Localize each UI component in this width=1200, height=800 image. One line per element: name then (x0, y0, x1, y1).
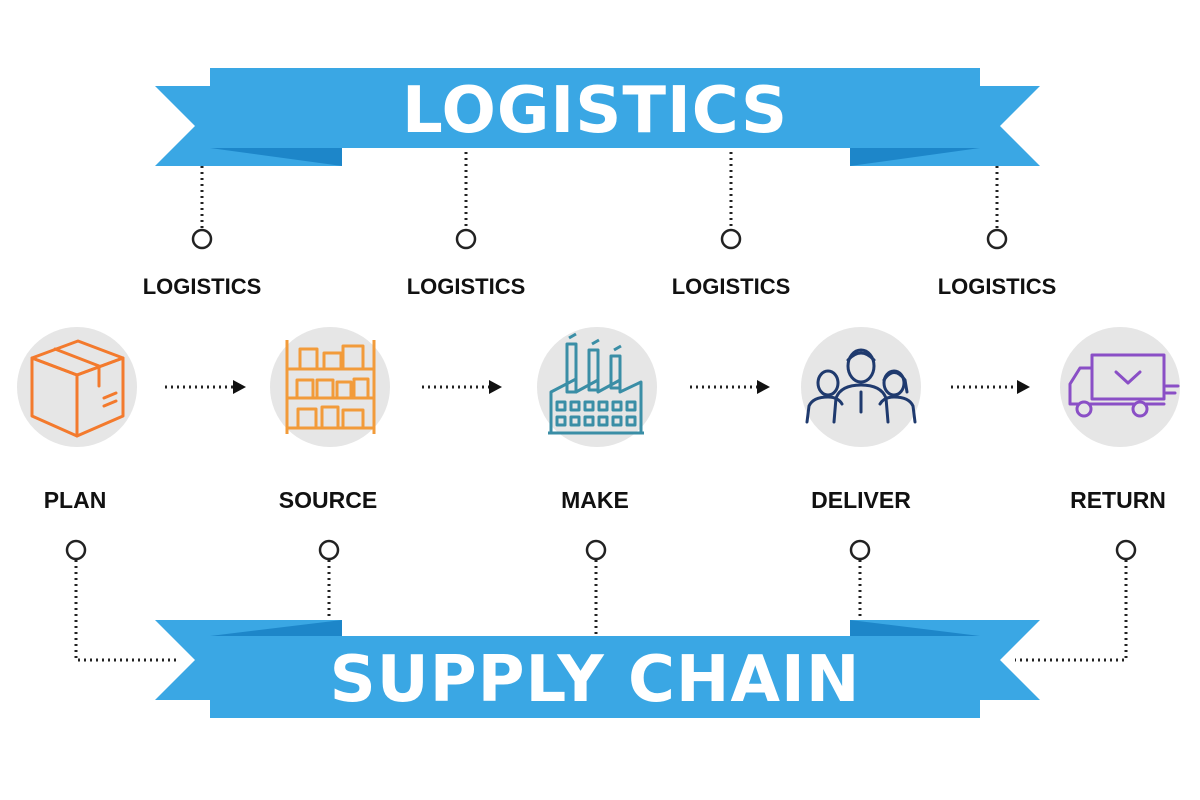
supply-chain-connector-deliver (849, 539, 871, 620)
logistics-connector-1: LOGISTICS (143, 166, 262, 299)
arrowhead (757, 380, 770, 394)
connector-node (720, 228, 742, 250)
flow-arrow (422, 380, 502, 394)
stage-make: MAKE (537, 327, 657, 513)
stage-label: MAKE (561, 487, 629, 513)
logistics-connector-2: LOGISTICS (407, 152, 526, 299)
banner-main (210, 636, 980, 718)
banner-left-fold (210, 620, 342, 636)
arrowhead (1017, 380, 1030, 394)
connector-node (849, 539, 871, 561)
stage-label: PLAN (44, 487, 107, 513)
supply-chain-connector-return (1015, 539, 1137, 662)
dotted-line (1015, 560, 1128, 662)
box-icon (30, 339, 125, 438)
stage-return: RETURN (1060, 327, 1180, 513)
delivery-truck-icon (1068, 353, 1180, 418)
supply-chain-banner: SUPPLY CHAIN (155, 620, 1040, 718)
connector-node (455, 228, 477, 250)
supply-chain-connector-plan (65, 539, 180, 662)
banner-right-fold (850, 148, 980, 166)
logistics-connector-3: LOGISTICS (672, 152, 791, 299)
stage-label: DELIVER (811, 487, 911, 513)
connector-node (585, 539, 607, 561)
connector-node (318, 539, 340, 561)
supply-chain-banner-title: SUPPLY CHAIN (330, 643, 861, 717)
stage-label: RETURN (1070, 487, 1166, 513)
logistics-banner-title: LOGISTICS (402, 74, 788, 148)
stage-deliver: DELIVER (801, 327, 921, 513)
flow-arrow (951, 380, 1030, 394)
connector-node (65, 539, 87, 561)
warehouse-shelf-icon (285, 340, 376, 434)
banner-main (210, 68, 980, 148)
logistics-label: LOGISTICS (938, 274, 1057, 299)
arrowhead (489, 380, 502, 394)
logistics-label: LOGISTICS (672, 274, 791, 299)
factory-icon (548, 332, 644, 435)
logistics-connector-4: LOGISTICS (938, 166, 1057, 299)
supply-chain-connector-make (585, 539, 607, 636)
supply-chain-connector-source (318, 539, 340, 620)
people-icon (805, 348, 917, 424)
stage-label: SOURCE (279, 487, 377, 513)
connector-node (191, 228, 213, 250)
dotted-line (74, 560, 180, 662)
banner-right-fold (850, 620, 980, 636)
stage-icon-circle (1060, 327, 1180, 447)
connector-node (986, 228, 1008, 250)
connector-node (1115, 539, 1137, 561)
logistics-label: LOGISTICS (143, 274, 262, 299)
stage-icon-circle (801, 327, 921, 447)
logistics-banner: LOGISTICS (155, 68, 1040, 166)
stage-source: SOURCE (270, 327, 390, 513)
flow-arrow (690, 380, 770, 394)
flow-arrow (165, 380, 246, 394)
banner-left-fold (210, 148, 342, 166)
stage-plan: PLAN (17, 327, 137, 513)
arrowhead (233, 380, 246, 394)
logistics-label: LOGISTICS (407, 274, 526, 299)
